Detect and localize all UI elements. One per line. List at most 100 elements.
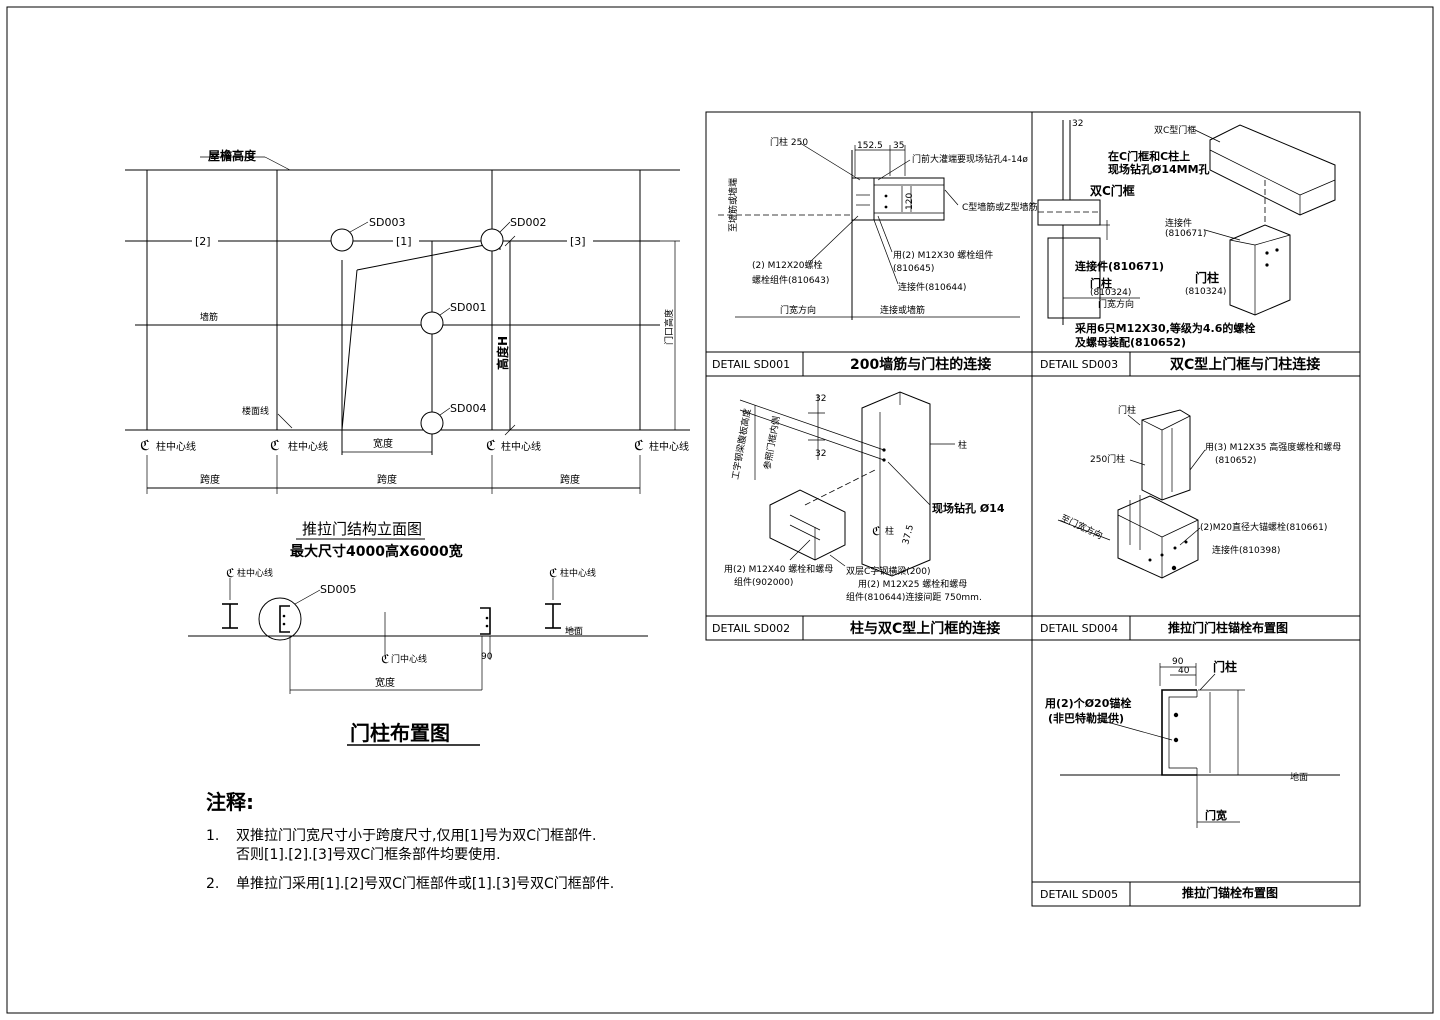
svg-text:双层C字钢横梁(200): 双层C字钢横梁(200) (846, 565, 931, 577)
note-1-line-2: 否则[1].[2].[3]号双C门框条部件均要使用. (236, 847, 501, 863)
svg-text:120: 120 (905, 193, 915, 210)
sd003-tag: DETAIL SD003 (1040, 358, 1118, 371)
grid-label-3: [3] (570, 235, 586, 248)
svg-text:用(2) M12X40 螺栓和螺母: 用(2) M12X40 螺栓和螺母 (724, 563, 833, 575)
width-label: 宽度 (373, 437, 393, 450)
span-label-2: 跨度 (377, 473, 397, 486)
svg-text:(810671): (810671) (1165, 229, 1206, 239)
sd003-title: 双C型上门框与门柱连接 (1170, 356, 1320, 373)
svg-text:门宽: 门宽 (1205, 808, 1227, 822)
note-number-2: 2. (206, 876, 220, 892)
svg-text:用(2) M12X25 螺栓和螺母: 用(2) M12X25 螺栓和螺母 (858, 578, 967, 590)
sd004-tag: DETAIL SD004 (1040, 622, 1118, 635)
plan-column-centerline-left: 柱中心线 (237, 567, 273, 579)
sd005-title: 推拉门锚栓布置图 (1182, 885, 1278, 900)
svg-text:C型墙筋或Z型墙筋: C型墙筋或Z型墙筋 (962, 201, 1037, 213)
svg-text:门柱: 门柱 (1213, 659, 1237, 674)
detail-callout-sd003 (330, 228, 354, 252)
svg-text:连接件: 连接件 (1165, 217, 1192, 229)
column-centerline-4: 柱中心线 (649, 440, 689, 453)
sheet-border (6, 6, 1434, 1014)
elevation-title: 推拉门结构立面图 (302, 520, 422, 538)
svg-text:连接件(810671): 连接件(810671) (1075, 259, 1164, 273)
svg-text:ℭ: ℭ (634, 438, 644, 454)
svg-text:ℭ: ℭ (226, 566, 234, 580)
sd004-title: 推拉门门柱锚栓布置图 (1168, 620, 1288, 635)
svg-text:连接或墙筋: 连接或墙筋 (880, 304, 925, 316)
svg-text:柱: 柱 (958, 439, 967, 451)
svg-text:螺栓组件(810643): 螺栓组件(810643) (752, 274, 829, 286)
svg-text:90: 90 (481, 652, 493, 662)
svg-text:(2)M20直径大锚螺栓(810661): (2)M20直径大锚螺栓(810661) (1200, 521, 1327, 533)
sd001-tag: DETAIL SD001 (712, 358, 790, 371)
svg-text:门柱: 门柱 (1090, 276, 1112, 290)
plan-column-centerline-right: 柱中心线 (560, 567, 596, 579)
grid-label-2: [2] (195, 235, 211, 248)
svg-text:ℭ: ℭ (270, 438, 280, 454)
svg-text:SD004: SD004 (450, 402, 486, 415)
svg-text:SD005: SD005 (320, 583, 356, 596)
svg-text:SD003: SD003 (369, 216, 405, 229)
span-label-3: 跨度 (560, 473, 580, 486)
note-item-1: 1. 双推拉门门宽尺寸小于跨度尺寸,仅用[1]号为双C门框部件. 否则[1].[… (206, 827, 806, 865)
svg-text:ℭ: ℭ (486, 438, 496, 454)
sd001-title: 200墙筋与门柱的连接 (850, 356, 991, 373)
svg-text:现场钻孔Ø14MM孔: 现场钻孔Ø14MM孔 (1108, 162, 1210, 176)
svg-text:现场钻孔 Ø14: 现场钻孔 Ø14 (932, 501, 1005, 515)
svg-text:ℭ: ℭ (872, 524, 880, 538)
elevation-subtitle: 最大尺寸4000高X6000宽 (290, 543, 463, 560)
detail-callout-sd002 (480, 228, 504, 252)
column-centerline-2: 柱中心线 (288, 440, 328, 453)
notes-section: 注释: 1. 双推拉门门宽尺寸小于跨度尺寸,仅用[1]号为双C门框部件. 否则[… (206, 786, 806, 894)
svg-text:32: 32 (815, 449, 826, 459)
svg-text:至墙筋或墙端: 至墙筋或墙端 (727, 178, 739, 232)
plan-drawing: ℭ 柱中心线 SD005 90 ℭ 柱中心线 地面 ℭ 门中心线 宽度 门柱布置 (188, 566, 648, 746)
svg-text:90: 90 (1172, 657, 1184, 667)
detail-callout-sd004 (420, 411, 444, 435)
note-item-2: 2. 单推拉门采用[1].[2]号双C门框部件或[1].[3]号双C门框部件. (206, 875, 806, 894)
sd002-tag: DETAIL SD002 (712, 622, 790, 635)
svg-text:SD002: SD002 (510, 216, 546, 229)
column-centerline-1: 柱中心线 (156, 440, 196, 453)
svg-text:在C门框和C柱上: 在C门框和C柱上 (1108, 149, 1190, 163)
svg-text:双C门框: 双C门框 (1090, 183, 1135, 198)
svg-text:双C型门框: 双C型门框 (1154, 124, 1196, 136)
sd002-title: 柱与双C型上门框的连接 (850, 620, 1000, 637)
detail-callout-sd005 (258, 597, 302, 641)
elevation-drawing: 屋檐高度 墙筋 [2] [1] [3] SD003 SD002 (125, 148, 690, 560)
svg-text:(810324): (810324) (1090, 288, 1131, 298)
svg-text:组件(810644)连接间距 750mm.: 组件(810644)连接间距 750mm. (846, 591, 982, 603)
svg-text:35: 35 (893, 141, 904, 151)
svg-text:(810652): (810652) (1215, 456, 1256, 466)
svg-text:40: 40 (1178, 666, 1190, 676)
svg-text:ℭ: ℭ (549, 566, 557, 580)
svg-text:及螺母装配(810652): 及螺母装配(810652) (1075, 335, 1186, 349)
svg-text:柱: 柱 (885, 525, 894, 537)
svg-text:152.5: 152.5 (857, 141, 883, 151)
side-height-label: 门口高度 (663, 309, 675, 345)
svg-text:门柱 250: 门柱 250 (770, 136, 808, 148)
svg-text:用(2) M12X30 螺栓组件: 用(2) M12X30 螺栓组件 (893, 249, 993, 261)
svg-text:门宽方向: 门宽方向 (1098, 298, 1134, 310)
svg-text:门柱: 门柱 (1195, 270, 1219, 285)
svg-text:(810324): (810324) (1185, 287, 1226, 297)
svg-text:组件(902000): 组件(902000) (734, 576, 793, 588)
svg-text:250门柱: 250门柱 (1090, 453, 1125, 465)
plan-title: 门柱布置图 (350, 721, 450, 745)
svg-text:采用6只M12X30,等级为4.6的螺栓: 采用6只M12X30,等级为4.6的螺栓 (1074, 321, 1255, 335)
svg-text:连接件(810644): 连接件(810644) (898, 281, 966, 293)
svg-text:ℭ: ℭ (381, 652, 389, 666)
detail-panel-sd003: DETAIL SD003 双C型上门框与门柱连接 32 双C门框 连接件(810… (1031, 111, 1361, 377)
notes-heading: 注释: (206, 790, 254, 814)
svg-text:地面: 地面 (1290, 771, 1308, 783)
svg-text:32: 32 (815, 394, 826, 404)
eave-height-label: 屋檐高度 (208, 148, 257, 163)
svg-text:SD001: SD001 (450, 301, 486, 314)
floor-line-label: 楼面线 (242, 405, 269, 417)
svg-text:ℭ: ℭ (140, 438, 150, 454)
svg-text:(2) M12X20螺栓: (2) M12X20螺栓 (752, 259, 822, 271)
svg-text:(810645): (810645) (893, 264, 934, 274)
svg-text:门前大灌端要现场钻孔4-14ø: 门前大灌端要现场钻孔4-14ø (912, 153, 1028, 165)
svg-text:地面: 地面 (565, 625, 583, 637)
